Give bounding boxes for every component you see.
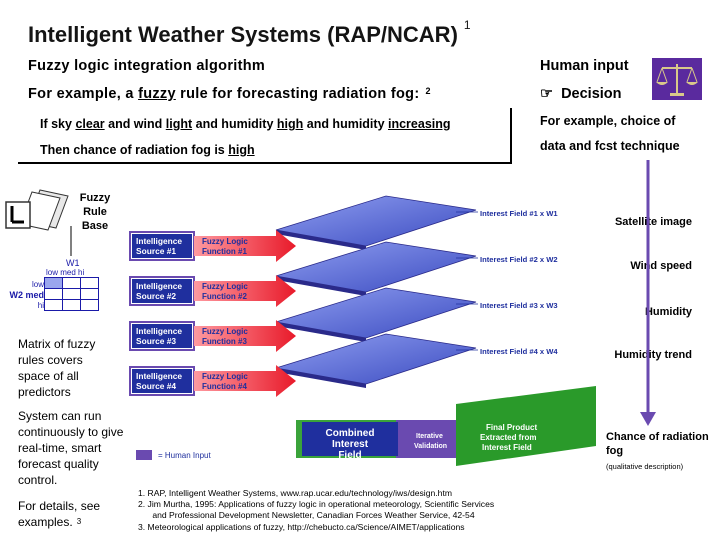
rule-if-line: If sky clear and wind light and humidity… <box>40 117 451 131</box>
pointing-hand-icon: ☞ <box>540 86 553 102</box>
satellite-image-label: Satellite image <box>614 216 692 228</box>
page-title: Intelligent Weather Systems (RAP/NCAR)1 <box>28 18 471 47</box>
wind-speed-label: Wind speed <box>630 260 692 272</box>
intro-line-1: Fuzzy logic integration algorithm <box>28 58 266 74</box>
fuzzy-function-label: Function #2 <box>202 292 247 301</box>
interest-field-label: Interest Field #3 x W3 <box>480 301 558 310</box>
intro-line-2: For example, a fuzzy rule for forecastin… <box>28 86 431 102</box>
intelligence-source-box <box>132 234 192 258</box>
human-input-arrow <box>640 160 656 426</box>
combined-label-2: Interest <box>332 439 369 450</box>
intelligence-source-label: Source #3 <box>136 336 176 346</box>
intelligence-source-label: Intelligence <box>136 326 182 336</box>
matrix-column-labels: low med hi <box>46 268 85 277</box>
references: 1. RAP, Intelligent Weather Systems, www… <box>138 488 494 533</box>
intelligence-source-label: Source #4 <box>136 381 176 391</box>
combined-box <box>302 422 398 456</box>
intelligence-source-label: Intelligence <box>136 236 182 246</box>
qualitative-note: (qualitative description) <box>606 462 684 471</box>
example-choice-line-1: For example, choice of <box>540 114 676 128</box>
interest-field-label: Interest Field #1 x W1 <box>480 209 558 218</box>
rule-base-document-icon <box>5 189 69 231</box>
reference-2-cont: and Professional Development Newsletter,… <box>138 510 475 521</box>
rule-base-arrow <box>70 226 72 256</box>
intelligence-source-label: Source #2 <box>136 291 176 301</box>
fuzzy-function-label: Function #4 <box>202 382 247 391</box>
final-label-3: Interest Field <box>482 443 532 452</box>
matrix-row-labels: low W2 med hi <box>9 280 44 310</box>
intelligence-source-box <box>132 279 192 303</box>
fuzzy-function-label: Fuzzy Logic <box>202 327 248 336</box>
fuzzy-function-arrow <box>194 275 296 307</box>
system-description: System can run continuously to give real… <box>18 409 124 487</box>
chance-of-fog-label: Chance of radiation fog <box>606 431 709 457</box>
iterative-label-1: Iterative <box>416 433 443 440</box>
layer-edge <box>276 230 366 250</box>
decision-label: ☞ Decision <box>540 86 622 102</box>
iterative-label-2: Validation <box>414 443 447 450</box>
intelligence-source-label: Intelligence <box>136 281 182 291</box>
fuzzy-function-label: Fuzzy Logic <box>202 237 248 246</box>
example-choice-line-2: data and fcst technique <box>540 139 680 153</box>
intelligence-source-box <box>132 324 192 348</box>
rule-matrix <box>44 277 99 311</box>
interest-field-layer <box>275 287 477 339</box>
fuzzy-function-arrow <box>194 320 296 352</box>
interest-field-layers: Interest Field #1 x W1 Interest Field #2 … <box>275 195 558 388</box>
layer-edge <box>276 368 366 388</box>
interest-field-label: Interest Field #4 x W4 <box>480 347 558 356</box>
human-input-legend: = Human Input <box>158 451 211 460</box>
balance-scales-icon <box>652 58 702 100</box>
combined-label-3: Field <box>338 450 361 461</box>
rule-then-line: Then chance of radiation fog is high <box>40 143 255 157</box>
reference-2: 2. Jim Murtha, 1995: Applications of fuz… <box>138 499 495 510</box>
final-label-2: Extracted from <box>480 433 536 442</box>
fuzzy-function-label: Function #1 <box>202 247 247 256</box>
details-note: For details, see examples.3 <box>18 499 101 529</box>
fuzzy-function-arrow <box>194 365 296 397</box>
human-input-label: Human input <box>540 58 629 74</box>
w1-label: W1 <box>66 258 80 268</box>
intelligence-source-label: Intelligence <box>136 371 182 381</box>
human-input-legend-swatch <box>136 450 152 460</box>
matrix-description: Matrix of fuzzy rules covers space of al… <box>18 337 96 399</box>
fuzzy-integration-diagram: Interest Field #1 x W1 Interest Field #2 … <box>129 195 596 466</box>
fuzzy-function-label: Fuzzy Logic <box>202 282 248 291</box>
layer-edge <box>276 276 366 296</box>
final-product-panel <box>456 386 596 466</box>
final-label-1: Final Product <box>486 423 537 432</box>
intelligence-source-box <box>132 369 192 393</box>
combined-label-1: Combined <box>326 428 375 439</box>
rule-box <box>18 108 512 164</box>
layer-edge <box>276 322 366 342</box>
reference-1: 1. RAP, Intelligent Weather Systems, www… <box>138 488 452 498</box>
interest-field-layer <box>275 195 477 247</box>
fuzzy-function-label: Fuzzy Logic <box>202 372 248 381</box>
interest-field-layer <box>275 241 477 293</box>
interest-field-label: Interest Field #2 x W2 <box>480 255 558 264</box>
reference-3: 3. Meteorological applications of fuzzy,… <box>138 521 465 532</box>
fuzzy-function-label: Function #3 <box>202 337 247 346</box>
humidity-trend-label: Humidity trend <box>614 349 692 361</box>
interest-field-layer <box>275 333 477 385</box>
humidity-label: Humidity <box>644 306 692 318</box>
intelligence-source-label: Source #1 <box>136 246 176 256</box>
fuzzy-function-arrow <box>194 230 296 262</box>
